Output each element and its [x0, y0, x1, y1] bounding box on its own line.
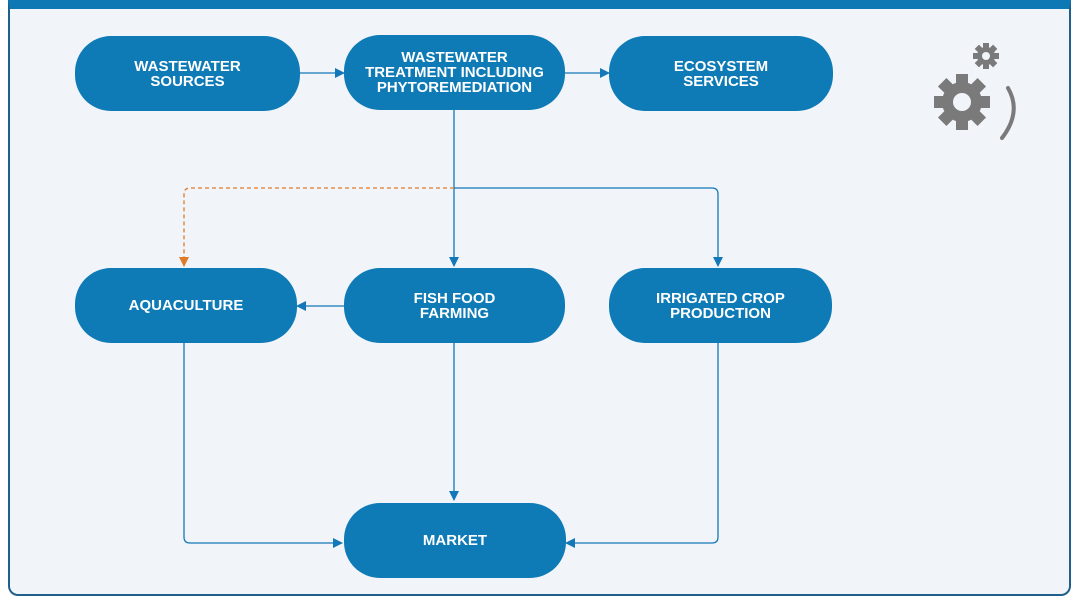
node-aquaculture: AQUACULTURE: [75, 268, 297, 343]
large-gear-icon: [934, 74, 990, 130]
node-fish-food-farming: FISH FOOD FARMING: [344, 268, 565, 343]
arrow-treatment-to-irrigated-crop: [454, 187, 723, 267]
node-wastewater-sources: WASTEWATER SOURCES: [75, 36, 300, 111]
rotation-arc-icon: [1000, 86, 1016, 140]
dashed-arrow-treatment-to-aquaculture: [179, 187, 454, 267]
node-wastewater-treatment: WASTEWATER TREATMENT INCLUDING PHYTOREME…: [344, 35, 565, 110]
node-irrigated-crop-production: IRRIGATED CROP PRODUCTION: [609, 268, 832, 343]
arrow-aquaculture-to-market: [183, 343, 343, 548]
settings-gears-icon: [934, 43, 1016, 140]
arrow-irrigated-crop-to-market: [565, 343, 719, 548]
node-ecosystem-services: ECOSYSTEM SERVICES: [609, 36, 833, 111]
small-gear-icon: [973, 43, 999, 69]
node-market: MARKET: [344, 503, 566, 578]
